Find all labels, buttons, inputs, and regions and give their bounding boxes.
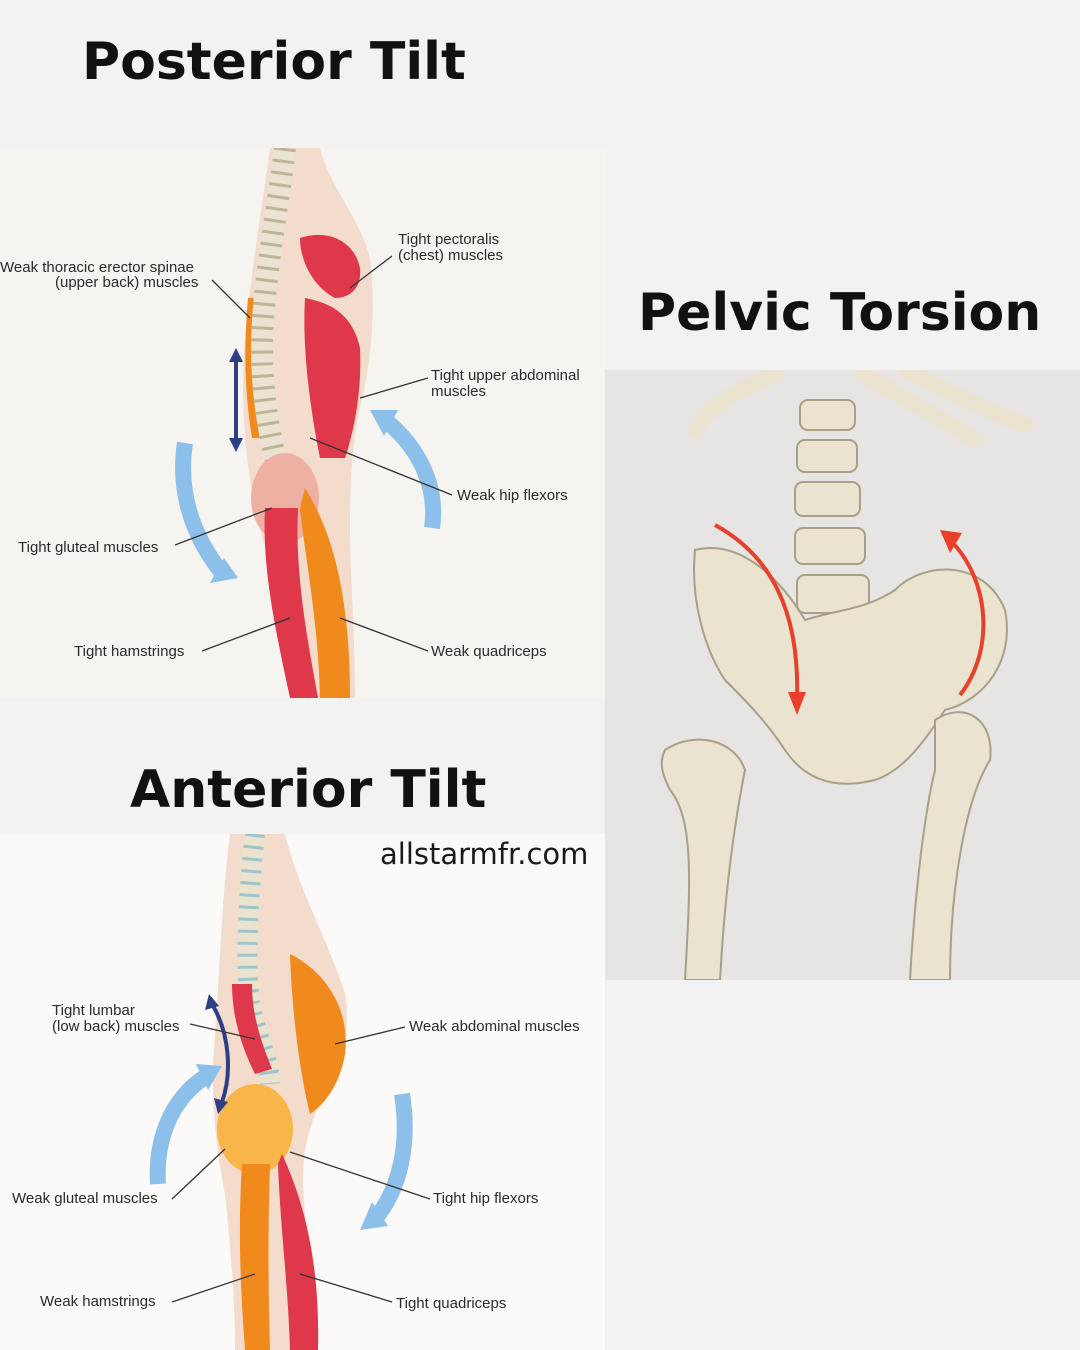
- red-arrow-up: [948, 538, 986, 697]
- label-weak-gluteal: Weak gluteal muscles: [12, 1190, 158, 1207]
- label-tight-pectoralis-2: (chest) muscles: [398, 247, 503, 264]
- red-arrow-down: [714, 523, 800, 701]
- blue-arrow-right: [368, 1092, 413, 1225]
- blue-arrow-right: [379, 413, 442, 530]
- left-femur: [660, 738, 747, 980]
- pelvis-bone: [693, 547, 1008, 785]
- label-weak-hip-flexors: Weak hip flexors: [457, 487, 568, 504]
- label-tight-lumbar-1: Tight lumbar: [52, 1002, 135, 1019]
- pelvic-torsion-illustration: [605, 370, 1080, 980]
- label-tight-hamstrings: Tight hamstrings: [74, 643, 184, 660]
- label-weak-abdominal: Weak abdominal muscles: [409, 1018, 580, 1035]
- posterior-tilt-heading: Posterior Tilt: [82, 32, 466, 92]
- blue-arrow-left: [175, 441, 229, 578]
- tight-upper-abdominal-muscle: [304, 298, 361, 458]
- right-femur: [908, 711, 992, 980]
- blue-arrow-left: [149, 1067, 215, 1185]
- label-tight-hip-flexors: Tight hip flexors: [433, 1190, 538, 1207]
- lumbar-vertebrae: [794, 399, 870, 614]
- navy-curved-arrow: [210, 1002, 230, 1103]
- anterior-tilt-illustration: Tight lumbar (low back) muscles Weak abd…: [0, 834, 605, 1350]
- label-tight-lumbar-2: (low back) muscles: [52, 1018, 180, 1035]
- tight-lumbar-muscle: [232, 984, 272, 1074]
- label-tight-pectoralis-1: Tight pectoralis: [398, 231, 499, 248]
- label-weak-thoracic-erector-2: (upper back) muscles: [55, 274, 198, 291]
- label-tight-quadriceps: Tight quadriceps: [396, 1295, 506, 1312]
- tight-quadriceps-muscle: [278, 1154, 319, 1350]
- weak-abdominal-muscle: [290, 954, 346, 1114]
- weak-quadriceps-muscle: [300, 488, 350, 698]
- weak-gluteal-muscle: [217, 1084, 293, 1174]
- label-tight-gluteal: Tight gluteal muscles: [18, 539, 158, 556]
- website-watermark: allstarmfr.com: [380, 837, 589, 871]
- tight-pectoralis-muscle: [300, 234, 361, 298]
- label-weak-thoracic-erector-1: Weak thoracic erector spinae: [0, 259, 194, 276]
- label-tight-upper-abdominal-1: Tight upper abdominal: [431, 367, 580, 384]
- posterior-tilt-illustration: Weak thoracic erector spinae (upper back…: [0, 148, 605, 698]
- label-weak-quadriceps: Weak quadriceps: [431, 643, 547, 660]
- anterior-tilt-heading: Anterior Tilt: [130, 760, 487, 820]
- ribs: [687, 370, 1033, 448]
- weak-hamstring-muscle: [239, 1164, 270, 1350]
- tight-hamstring-muscle: [264, 508, 318, 698]
- label-weak-hamstrings: Weak hamstrings: [40, 1293, 156, 1310]
- pelvic-torsion-heading: Pelvic Torsion: [638, 283, 1042, 343]
- label-tight-upper-abdominal-2: muscles: [431, 383, 486, 400]
